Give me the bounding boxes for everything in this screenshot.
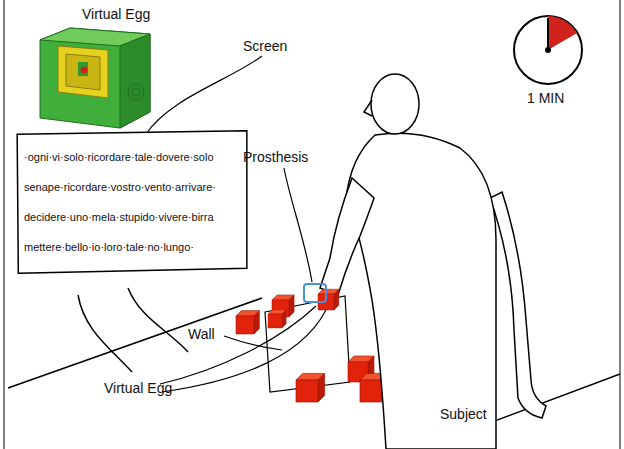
leader-line [284,168,312,282]
callout-label: Virtual Egg [82,6,150,23]
word-list: ·ogni·vi·solo·ricordare·tale·dovere·solo… [24,142,242,262]
leader-line [146,56,262,134]
callout-label: Subject [440,406,487,423]
callout-label: Screen [243,38,287,55]
time-label: 1 MIN [527,90,564,107]
table-edge [8,298,262,388]
screen-display: ·ogni·vi·solo·ricordare·tale·dovere·solo… [16,130,248,274]
monitor-stand [78,295,132,372]
frame-line [4,0,5,449]
clock-icon [514,16,582,84]
virtual-egg-cubes [236,295,389,402]
leader-line [162,310,326,392]
virtual-egg-render [40,28,150,128]
monitor-stand [128,288,188,352]
subject-figure [320,74,546,449]
callout-label: Wall [188,326,215,343]
frame-line [620,0,621,449]
callout-label: Prosthesis [243,149,308,166]
leader-line [160,306,316,384]
callout-label: Virtual Egg [104,380,172,397]
prosthesis-hand [304,284,326,302]
